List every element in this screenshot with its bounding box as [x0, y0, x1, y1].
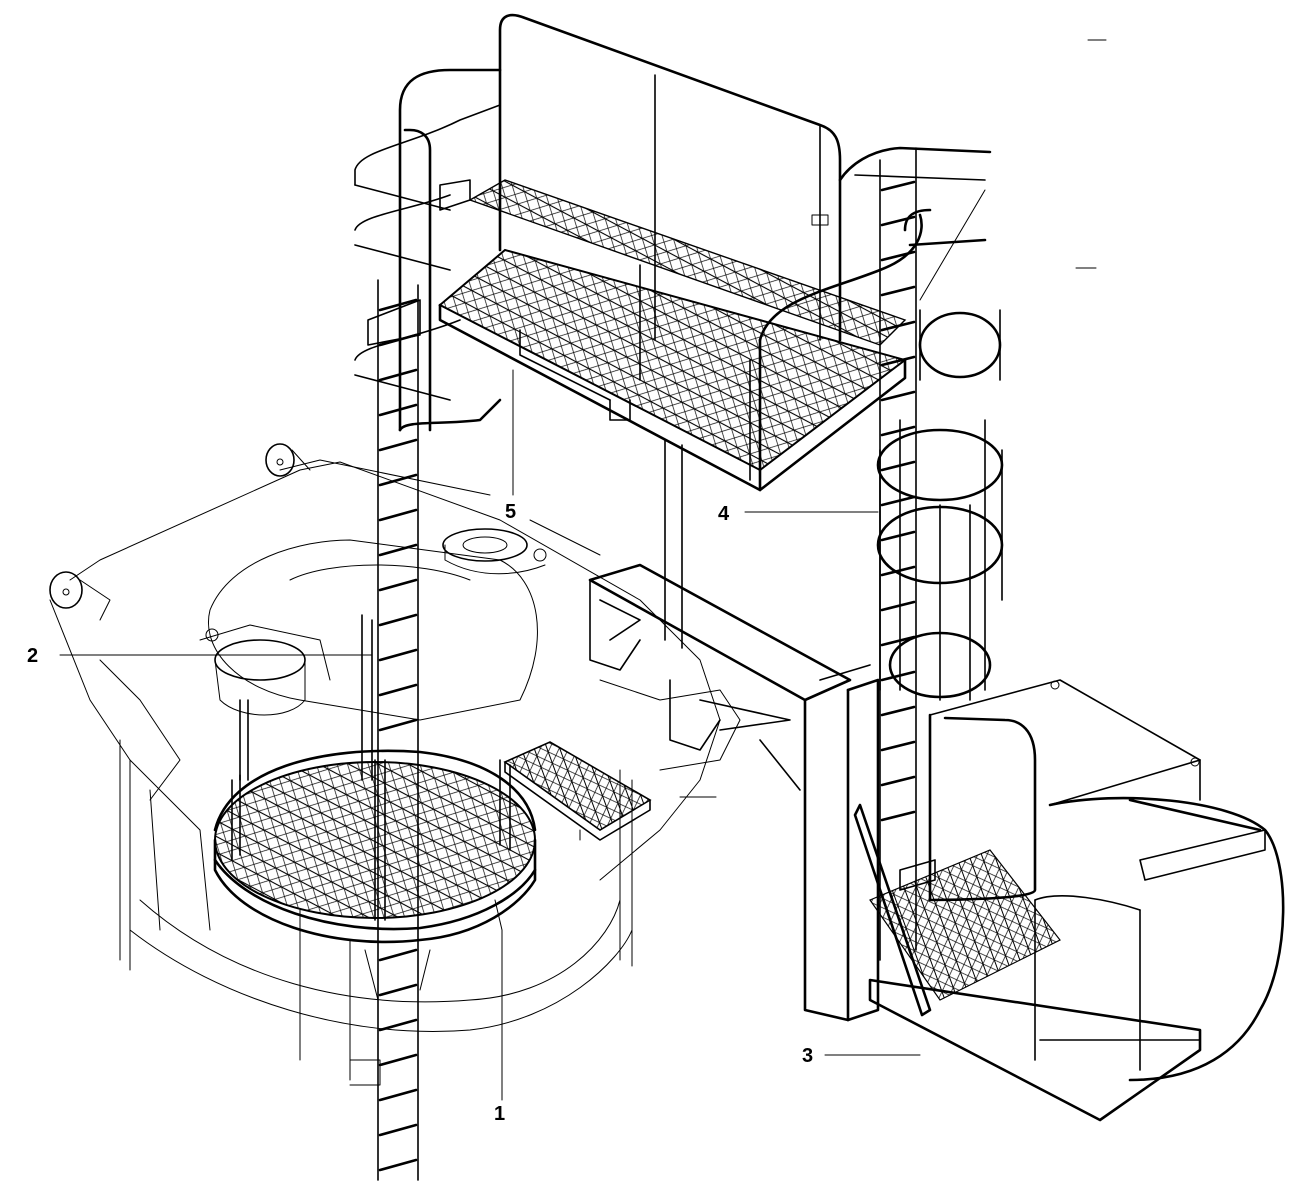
- upper-platform: [438, 179, 908, 649]
- lifting-lug-left: [49, 571, 111, 621]
- hopper-body: [49, 461, 741, 1086]
- support-beam: [588, 563, 880, 1022]
- upper-guardrail-right: [758, 146, 992, 472]
- upper-back-rail: [498, 13, 842, 342]
- leader-lines: [59, 39, 1107, 1101]
- callout-4: 4: [718, 503, 730, 525]
- circular-platform: [213, 614, 537, 944]
- lifting-lug-top-left: [265, 443, 311, 477]
- callout-2: 2: [27, 645, 38, 667]
- right-ladder-cage: [876, 147, 1004, 961]
- callout-1: 1: [494, 1103, 505, 1125]
- side-grating-step: [503, 741, 652, 841]
- callout-5: 5: [505, 501, 516, 523]
- callout-3: 3: [802, 1045, 813, 1067]
- top-nozzle: [442, 528, 547, 575]
- left-ladder: [364, 279, 431, 1181]
- upper-guardrail-left: [354, 68, 502, 432]
- operator-cab: [853, 679, 1285, 1122]
- side-nozzle: [199, 624, 331, 716]
